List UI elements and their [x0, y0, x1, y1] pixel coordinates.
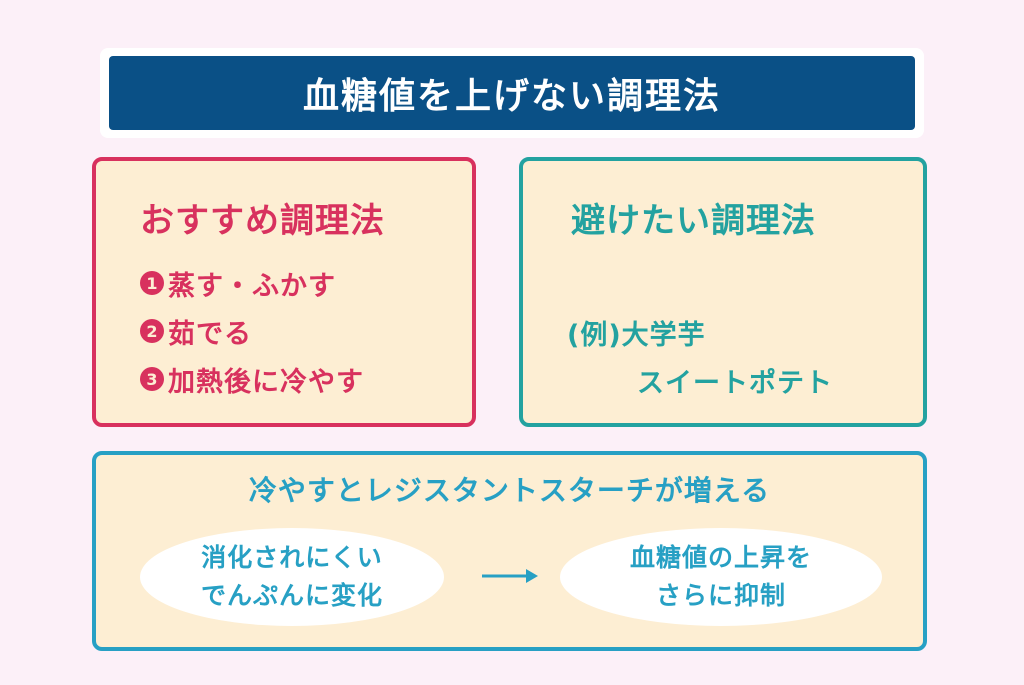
resistant-starch-panel: 冷やすとレジスタントスターチが増える 消化されにくい でんぷんに変化 血糖値の上… — [92, 451, 927, 651]
blood-sugar-line1: 血糖値の上昇を — [629, 543, 812, 572]
recommended-list: 1 蒸す・ふかす 2 茹でる 3 加熱後に冷やす — [140, 259, 364, 403]
avoid-heading: 避けたい調理法 — [571, 201, 816, 241]
recommended-methods-panel: おすすめ調理法 1 蒸す・ふかす 2 茹でる 3 加熱後に冷やす — [92, 157, 476, 427]
recommended-item-label: 蒸す・ふかす — [168, 270, 336, 302]
recommended-heading: おすすめ調理法 — [140, 201, 385, 241]
number-badge-icon: 2 — [140, 319, 164, 343]
recommended-item-label: 加熱後に冷やす — [168, 366, 364, 398]
number-badge-icon: 3 — [140, 367, 164, 391]
arrow-right-icon — [482, 569, 538, 583]
avoid-example-line2: スイートポテト — [637, 368, 833, 399]
title-container: 血糖値を上げない調理法 — [100, 48, 924, 138]
resistant-heading: 冷やすとレジスタントスターチが増える — [248, 474, 771, 507]
recommended-item: 1 蒸す・ふかす — [140, 259, 364, 307]
blood-sugar-line2: さらに抑制 — [655, 581, 786, 610]
digestion-ellipse: 消化されにくい でんぷんに変化 — [140, 528, 444, 626]
blood-sugar-ellipse: 血糖値の上昇を さらに抑制 — [560, 528, 882, 626]
recommended-item-label: 茹でる — [168, 318, 252, 350]
number-badge-icon: 1 — [140, 271, 164, 295]
avoid-methods-panel: 避けたい調理法 (例)大学芋 スイートポテト — [519, 157, 927, 427]
digestion-line2: でんぷんに変化 — [200, 581, 383, 610]
digestion-line1: 消化されにくい — [201, 543, 383, 572]
recommended-item: 2 茹でる — [140, 307, 364, 355]
avoid-example-line1: (例)大学芋 — [567, 320, 706, 351]
recommended-item: 3 加熱後に冷やす — [140, 355, 364, 403]
page-title: 血糖値を上げない調理法 — [109, 56, 915, 130]
